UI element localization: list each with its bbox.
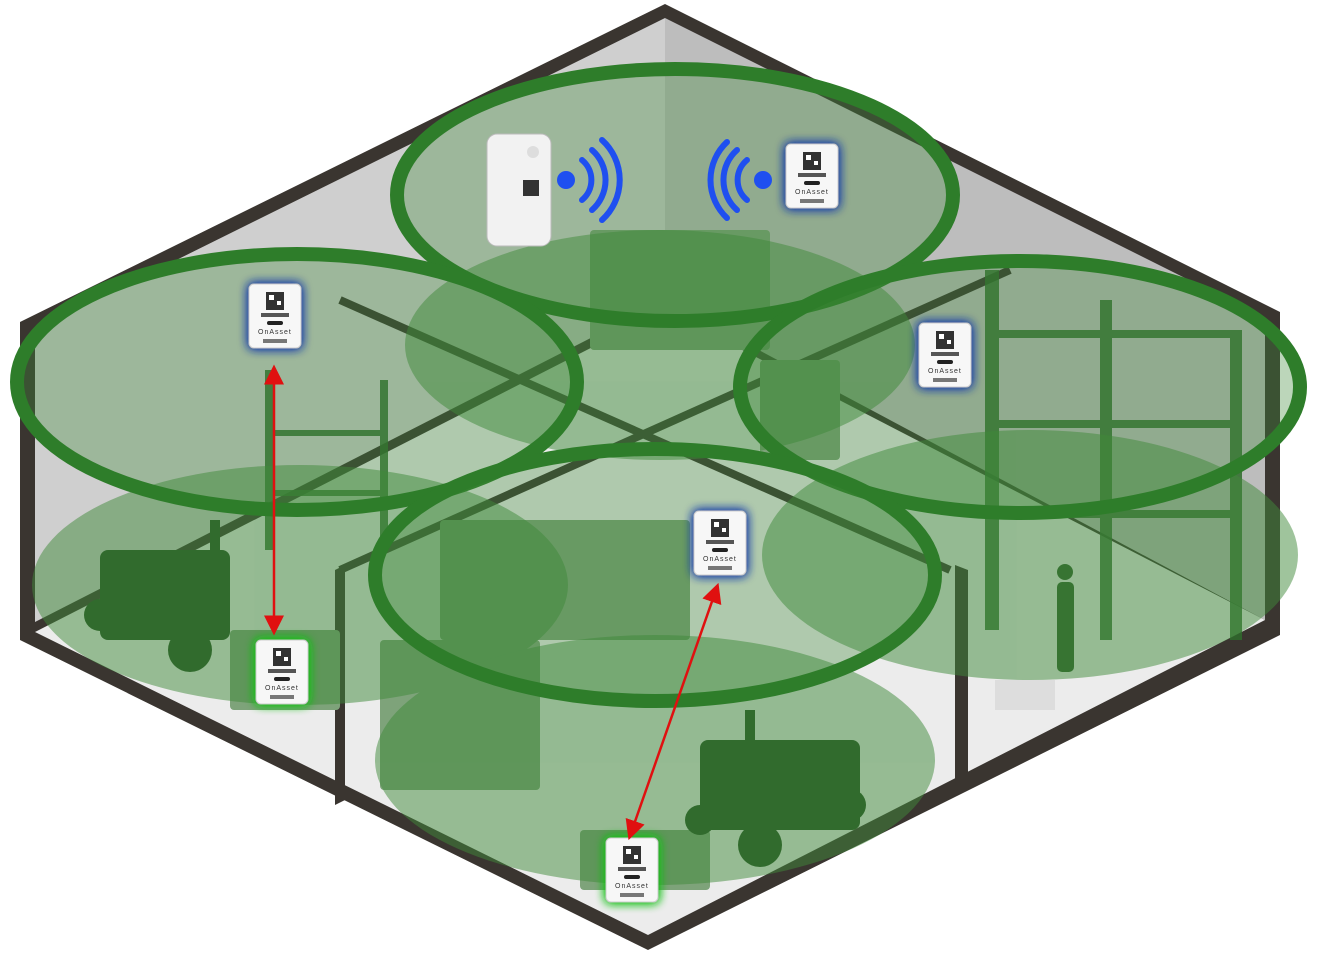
zone-ring-top	[390, 62, 960, 328]
ceiling-zones	[10, 62, 1307, 708]
zone-ring-right	[733, 254, 1307, 520]
tag-logo: OnAsset	[258, 329, 292, 336]
tag-logo: OnAsset	[928, 368, 962, 375]
tag-logo: OnAsset	[795, 189, 829, 196]
tag-logo: OnAsset	[703, 556, 737, 563]
ceiling-tag: OnAsset	[918, 322, 972, 388]
ceiling-tag: OnAsset	[693, 510, 747, 576]
zone-ring-left	[10, 247, 584, 517]
wifi-signal-icon	[707, 139, 772, 221]
zone-ring-center	[368, 442, 942, 708]
ceiling-tag: OnAsset	[785, 143, 839, 209]
ceiling-tag: OnAsset	[248, 283, 302, 349]
tag-logo: OnAsset	[265, 685, 299, 692]
wifi-signal-icon	[557, 137, 623, 223]
asset-tag: OnAsset	[255, 639, 309, 705]
asset-tag: OnAsset	[605, 837, 659, 903]
tag-logo: OnAsset	[615, 883, 649, 890]
tag-link-arrow	[625, 582, 722, 841]
gateway-device	[486, 133, 552, 247]
